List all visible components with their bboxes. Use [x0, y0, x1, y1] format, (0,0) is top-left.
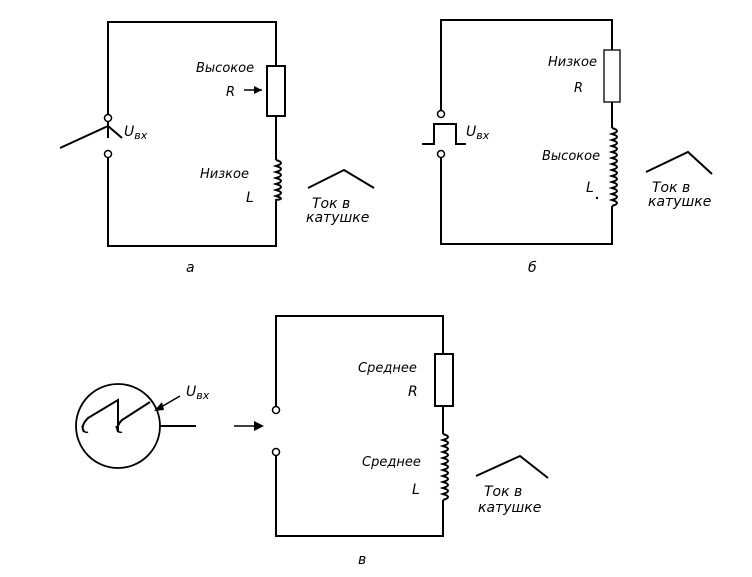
panel-a-inductor-symbol: L — [246, 190, 254, 206]
panel-a-current-waveform — [307, 168, 375, 189]
panel-b: Низкое R Высокое L Uвх Ток в катушке б — [422, 19, 713, 276]
panel-a-inductor-level: Низкое — [200, 167, 249, 182]
panel-b-current-line2: катушке — [648, 194, 711, 210]
panel-a-switch-icon — [59, 124, 123, 149]
panel-b-pulse-icon — [422, 123, 466, 145]
panel-b-resistor-level: Низкое — [548, 55, 597, 70]
panel-c-inductor — [439, 433, 449, 501]
panel-a-bottom-wire — [107, 154, 277, 247]
panel-b-inductor-level: Высокое — [542, 149, 600, 164]
panel-c-terminal-bottom — [271, 447, 281, 457]
panel-b-bottom-wire — [440, 154, 613, 245]
panel-a-top-wire — [107, 21, 277, 138]
panel-b-terminal-top — [436, 109, 446, 119]
panel-c-current-line2: катушке — [478, 500, 541, 516]
panel-a-resistor — [266, 65, 286, 117]
panel-a-caption: а — [186, 260, 195, 276]
panel-b-resistor-symbol: R — [574, 81, 583, 96]
panel-a-terminal-bottom — [103, 149, 113, 159]
panel-b-terminal-bottom — [436, 149, 446, 159]
panel-c-inductor-level: Среднее — [362, 455, 421, 470]
panel-a-inductor — [272, 159, 282, 206]
panel-a-current-line2: катушке — [306, 210, 369, 226]
panel-b-current-line1: Ток в — [652, 180, 690, 196]
panel-a: Высокое R Низкое L Uвх Ток в катушке а — [59, 21, 375, 276]
panel-c-bottom-wire — [275, 452, 444, 537]
panel-a-resistor-symbol: R — [226, 85, 235, 100]
panel-c-resistor — [434, 353, 454, 407]
panel-a-input-label: Uвх — [124, 124, 148, 142]
panel-c-input-label: Uвх — [186, 384, 210, 402]
panel-b-resistor — [603, 49, 621, 103]
panel-b-inductor-symbol: L — [586, 180, 594, 196]
panel-c-top-wire — [275, 315, 444, 410]
panel-c-current-waveform — [475, 454, 549, 479]
panel-b-caption: б — [528, 260, 537, 276]
panel-c-caption: в — [358, 552, 366, 568]
panel-b-input-label: Uвх — [466, 124, 490, 142]
panel-c: Среднее R Среднее L Uвх Ток в катушке в — [75, 315, 549, 568]
panel-c-inductor-symbol: L — [412, 482, 420, 498]
panel-c-resistor-symbol: R — [408, 384, 418, 400]
panel-b-top-wire — [440, 19, 613, 114]
panel-b-current-waveform — [645, 150, 713, 175]
panel-c-resistor-level: Среднее — [358, 361, 417, 376]
panel-c-current-line1: Ток в — [484, 484, 522, 500]
panel-a-resistor-level: Высокое — [196, 61, 254, 76]
panel-a-current-line1: Ток в — [312, 196, 350, 212]
panel-c-terminal-top — [271, 405, 281, 415]
panel-b-inductor — [608, 127, 618, 207]
panel-a-terminal-top — [103, 113, 113, 123]
